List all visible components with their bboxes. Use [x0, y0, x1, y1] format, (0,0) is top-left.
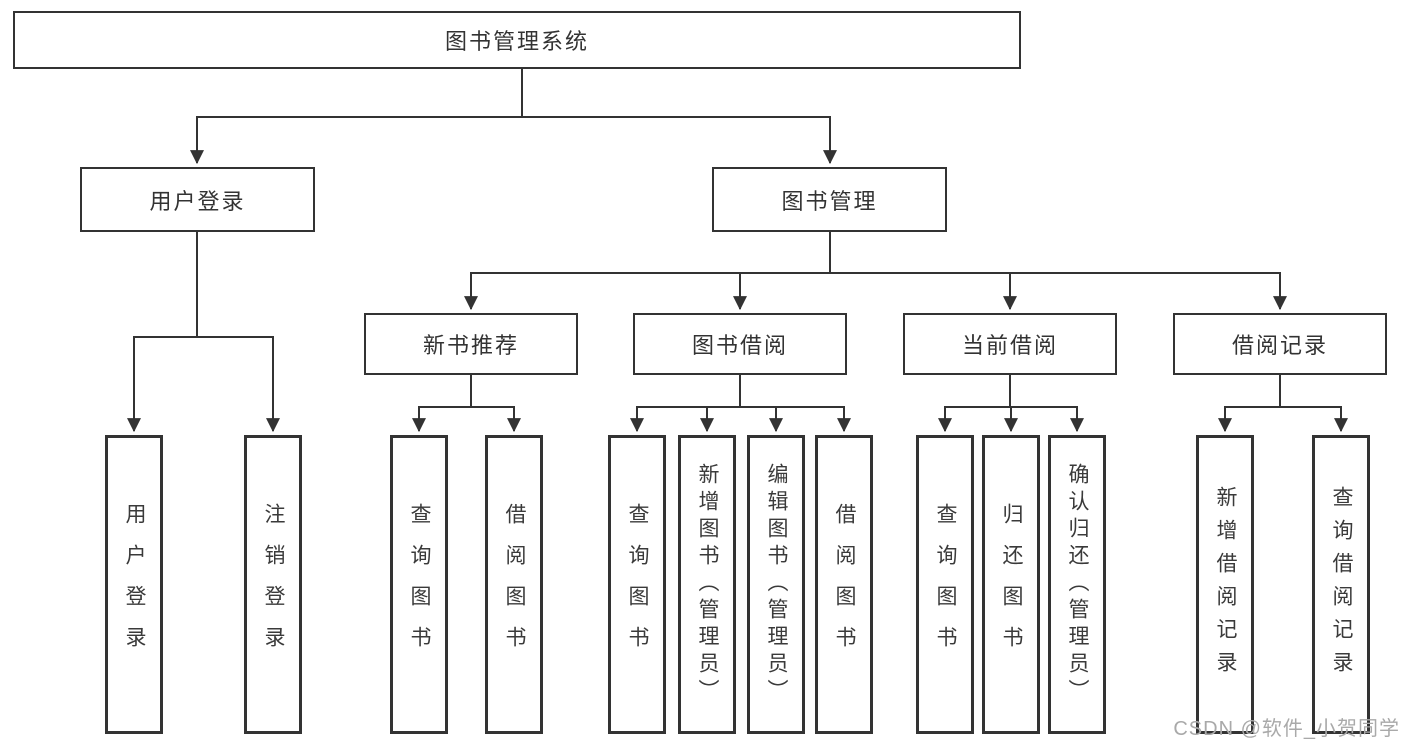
csdn-watermark: CSDN @软件_小贺同学 — [1173, 718, 1400, 740]
leaf-cb-return-books: 归还图书 — [982, 435, 1040, 734]
node-library-management-system: 图书管理系统 — [13, 11, 1021, 69]
node-label: 图书管理系统 — [444, 29, 589, 54]
node-label: 当前借阅 — [961, 333, 1058, 358]
node-book-borrow: 图书借阅 — [633, 313, 847, 375]
leaf-bb-edit-book-admin: 编辑图书（管理员） — [747, 435, 805, 734]
node-label: 借阅记录 — [1231, 333, 1328, 358]
leaf-cb-query-books: 查询图书 — [916, 435, 974, 734]
node-label: 用户登录 — [149, 188, 246, 214]
node-user-login: 用户登录 — [80, 167, 315, 232]
leaf-bb-borrow-books: 借阅图书 — [815, 435, 873, 734]
node-book-management: 图书管理 — [712, 167, 947, 232]
node-label: 新书推荐 — [422, 333, 519, 358]
leaf-cb-confirm-return-admin: 确认归还（管理员） — [1048, 435, 1106, 734]
node-new-book-recommend: 新书推荐 — [364, 313, 578, 375]
leaf-user-login: 用户登录 — [105, 435, 163, 734]
node-label: 图书借阅 — [691, 333, 788, 358]
node-borrow-records: 借阅记录 — [1173, 313, 1387, 375]
leaf-bb-query-books: 查询图书 — [608, 435, 666, 734]
leaf-bb-add-book-admin: 新增图书（管理员） — [678, 435, 736, 734]
leaf-br-query-record: 查询借阅记录 — [1312, 435, 1370, 734]
leaf-nbr-query-books: 查询图书 — [390, 435, 448, 734]
leaf-nbr-borrow-books: 借阅图书 — [485, 435, 543, 734]
node-current-borrow: 当前借阅 — [903, 313, 1117, 375]
node-label: 图书管理 — [781, 188, 878, 214]
leaf-br-add-record: 新增借阅记录 — [1196, 435, 1254, 734]
leaf-logout: 注销登录 — [244, 435, 302, 734]
